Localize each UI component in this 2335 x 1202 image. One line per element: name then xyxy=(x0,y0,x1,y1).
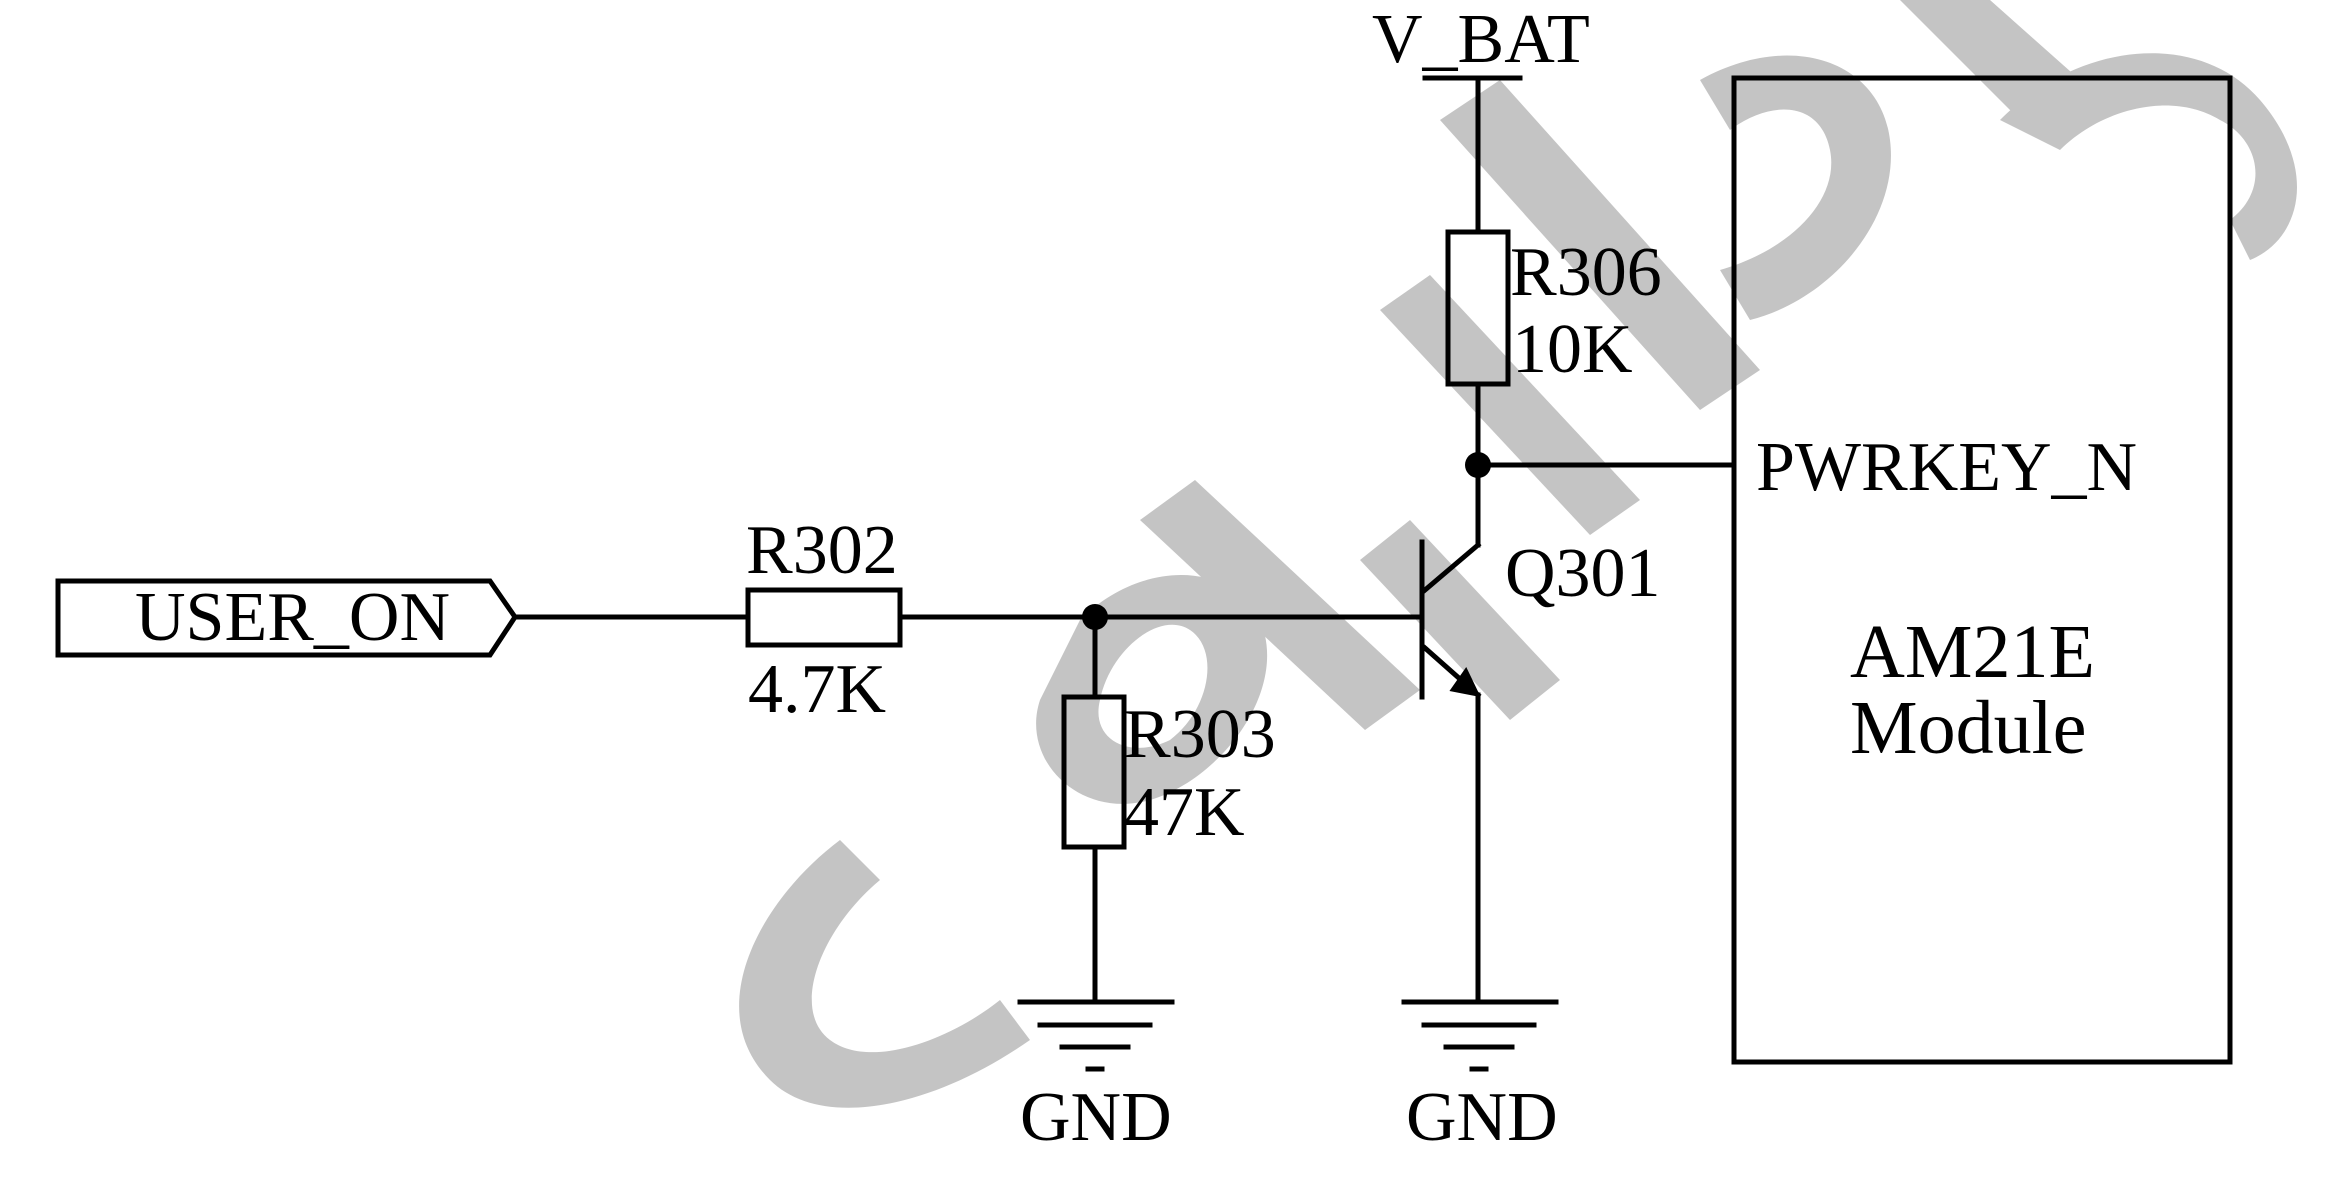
transistor-q301: Q301 xyxy=(1419,535,1661,1003)
watermark-stroke-e xyxy=(2000,53,2298,260)
watermark-stroke-c xyxy=(739,840,1030,1108)
resistor-r306: R306 10K xyxy=(1445,229,1662,548)
r303-value-label: 47K xyxy=(1124,774,1245,851)
gnd-label-right: GND xyxy=(1406,1079,1558,1156)
emitter-arrow xyxy=(1449,667,1481,698)
r306-value-label: 10K xyxy=(1512,311,1633,388)
pwrkey-pin-label: PWRKEY_N xyxy=(1756,429,2137,506)
resistor-r303: R303 47K xyxy=(1061,614,1276,1003)
watermark-stroke-e2 xyxy=(1900,0,2080,120)
q301-ref-label: Q301 xyxy=(1505,535,1661,612)
module-name-line2: Module xyxy=(1850,686,2086,770)
watermark-stroke-n2 xyxy=(1360,520,1560,720)
r302-ref-label: R302 xyxy=(746,512,898,589)
user-on-port: USER_ON xyxy=(55,578,519,658)
r302-value-label: 4.7K xyxy=(748,651,886,728)
resistor-r302: R302 4.7K xyxy=(745,512,903,728)
gnd-label-left: GND xyxy=(1020,1079,1172,1156)
vbat-label: V_BAT xyxy=(1372,1,1590,78)
module-name-line1: AM21E xyxy=(1850,610,2095,694)
watermark-stroke-d xyxy=(1440,80,1760,410)
vbat-power-symbol: V_BAT xyxy=(1372,1,1590,233)
gnd-symbol-left: GND xyxy=(1017,999,1175,1156)
watermark-stroke-i xyxy=(1380,275,1640,535)
user-on-label: USER_ON xyxy=(135,579,450,656)
r303-ref-label: R303 xyxy=(1124,696,1276,773)
gnd-symbol-right: GND xyxy=(1401,999,1559,1156)
watermark-stroke-n xyxy=(1140,480,1420,730)
r306-ref-label: R306 xyxy=(1510,234,1662,311)
watermark-stroke-d2 xyxy=(1700,55,1891,321)
am21e-module: PWRKEY_N AM21E Module xyxy=(1731,75,2233,1065)
